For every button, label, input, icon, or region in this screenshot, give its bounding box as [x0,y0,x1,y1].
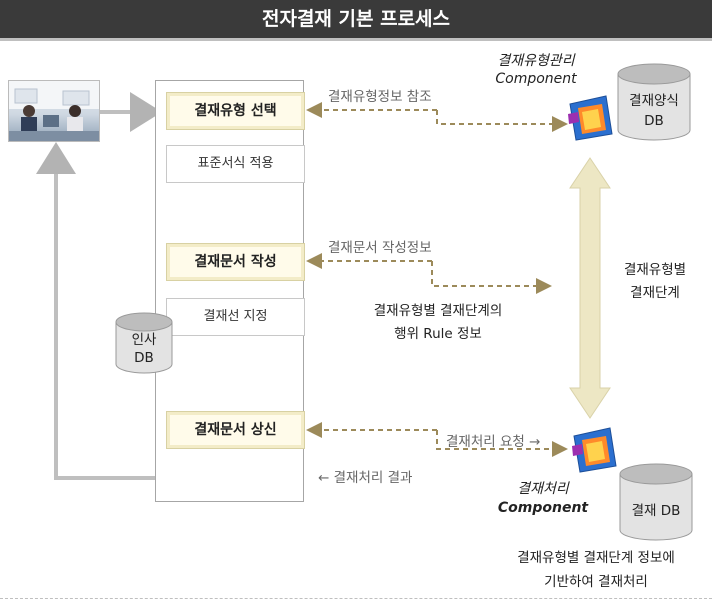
type-mgmt-component-label-1: 결재유형관리 [497,53,575,69]
type-info-ref-label: 결재유형정보 참조 [328,89,432,105]
approval-db-label: 결재 DB [631,503,681,519]
stage-by-type-label-2: 결재단계 [630,285,680,301]
component-icon [570,426,620,474]
step-apply-format[interactable]: 표준서식 적용 [166,145,305,183]
stage-double-arrow [569,157,611,419]
database-icon [115,312,173,374]
hr-db: 인사 DB [114,312,174,374]
database-icon [617,63,691,141]
photo-illustration-icon [9,81,99,141]
process-result-label: ← 결재처리 결과 [318,470,413,486]
stage-by-type-label-1: 결재유형별 [623,262,687,278]
step-write-doc[interactable]: 결재문서 작성 [166,243,305,281]
process-component-label-1: 결재처리 [517,481,569,497]
hr-db-label-1: 인사 [131,332,157,348]
approval-db: 결재 DB [618,462,694,542]
step-submit-doc[interactable]: 결재문서 상신 [166,411,305,449]
footer-line-2: 기반하여 결재처리 [544,574,648,590]
hr-db-label-2: DB [134,350,154,366]
doc-write-info-label: 결재문서 작성정보 [328,240,432,256]
type-mgmt-component-label-2: Component [495,71,577,87]
page-title: 전자결재 기본 프로세스 [0,0,712,38]
rule-info-label-2: 행위 Rule 정보 [394,326,482,342]
form-db: 결재양식 DB [616,62,692,142]
office-users-photo [8,80,100,142]
step-set-line[interactable]: 결재선 지정 [166,298,305,336]
form-db-label-2: DB [644,113,664,129]
step-select-type[interactable]: 결재유형 선택 [166,92,305,130]
database-icon [619,463,693,541]
rule-info-label-1: 결재유형별 결재단계의 [373,303,503,319]
title-underline [0,38,712,41]
footer-line-1: 결재유형별 결재단계 정보에 [517,550,675,566]
process-request-label: 결재처리 요청 → [446,434,541,450]
component-icon [566,94,616,142]
bottom-divider [0,598,712,599]
form-db-label-1: 결재양식 [629,93,679,109]
process-component-label-2: Component [497,500,589,516]
